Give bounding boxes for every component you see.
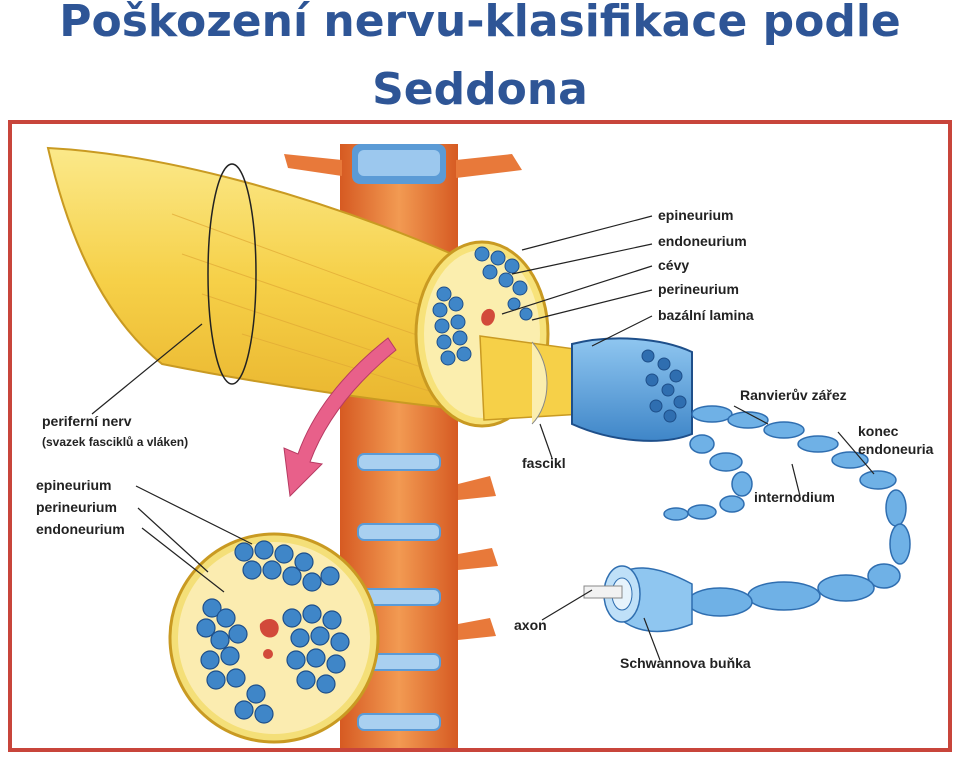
fiber-bundle xyxy=(571,337,693,442)
leader-lines xyxy=(91,215,875,661)
label-svazek: (svazek fasciklů a vláken) xyxy=(42,435,188,449)
label-endoneurium-left: endoneurium xyxy=(36,521,125,537)
label-konec: konec xyxy=(858,423,899,439)
label-cevy: cévy xyxy=(658,257,689,273)
label-ranvieruv-zarez: Ranvierův zářez xyxy=(740,387,847,403)
label-periferni-nerv: periferní nerv xyxy=(42,413,132,429)
myelinated-axon xyxy=(663,405,911,617)
label-perineurium-top: perineurium xyxy=(658,281,739,297)
label-epineurium-top: epineurium xyxy=(658,207,733,223)
label-epineurium-left: epineurium xyxy=(36,477,111,493)
label-internodium: internodium xyxy=(754,489,835,505)
peripheral-nerve xyxy=(46,146,583,428)
slide-title-line-1: Poškození nervu-klasifikace podle xyxy=(59,0,901,47)
label-perineurium-left: perineurium xyxy=(36,499,117,515)
schwann-cell xyxy=(583,565,693,633)
label-fascikl: fascikl xyxy=(522,455,566,471)
diagram-frame: epineurium endoneurium cévy perineurium … xyxy=(8,120,952,752)
nerve-anatomy-diagram: epineurium endoneurium cévy perineurium … xyxy=(36,144,934,748)
label-bazalni-lamina: bazální lamina xyxy=(658,307,754,323)
label-axon: axon xyxy=(514,617,547,633)
slide-title-line-2: Seddona xyxy=(372,64,588,115)
enlarged-cross-section xyxy=(168,532,380,744)
label-schwannova-bunka: Schwannova buňka xyxy=(620,655,751,671)
magnify-arrow xyxy=(283,337,397,498)
label-endoneuria: endoneuria xyxy=(858,441,934,457)
label-endoneurium-top: endoneurium xyxy=(658,233,747,249)
